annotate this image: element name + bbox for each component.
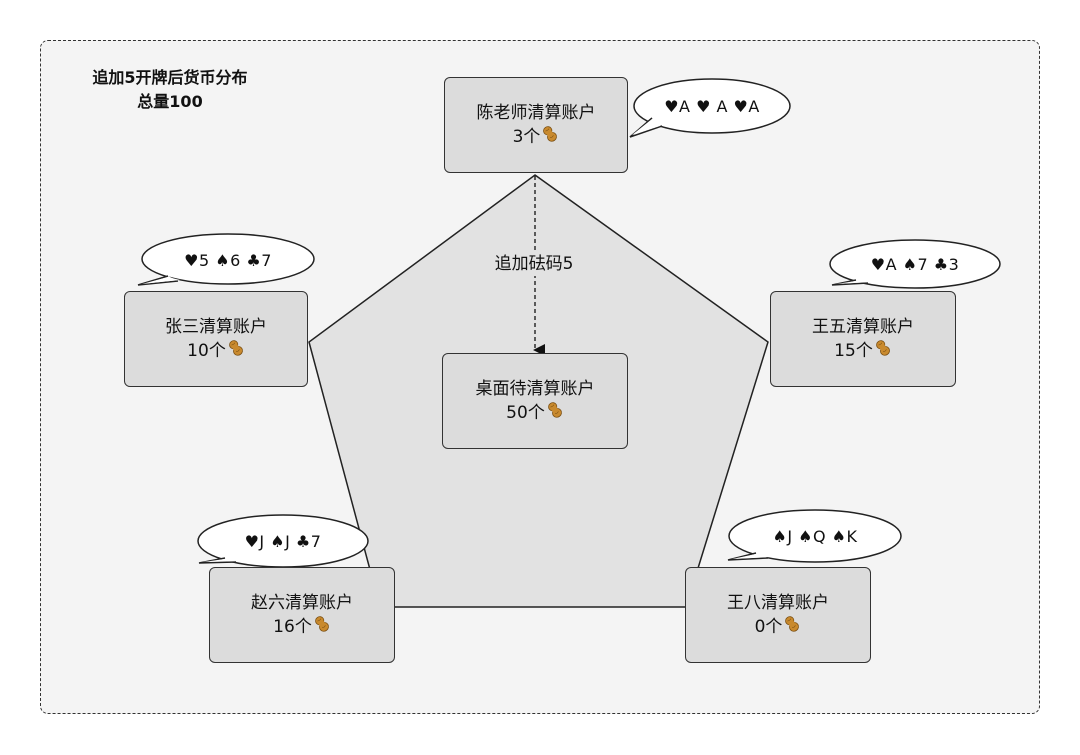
peanut-icon <box>546 401 564 426</box>
account-name: 陈老师清算账户 <box>476 102 596 123</box>
count-value: 15 <box>834 341 856 361</box>
unit-label: 个 <box>294 617 312 637</box>
unit-label: 个 <box>527 403 545 423</box>
account-name: 王五清算账户 <box>812 316 914 337</box>
cards-wang8: ♠J ♠Q ♠K <box>772 526 858 546</box>
peanut-icon <box>313 615 331 640</box>
count-value: 3 <box>512 127 524 147</box>
account-name: 赵六清算账户 <box>251 592 353 613</box>
cards-chen: ♥A ♥ A ♥A <box>664 96 760 116</box>
title-line-2: 总量100 <box>137 92 203 111</box>
account-name: 王八清算账户 <box>727 592 829 613</box>
peanut-icon <box>541 125 559 150</box>
count-value: 10 <box>187 341 209 361</box>
unit-label: 个 <box>855 341 873 361</box>
unit-label: 个 <box>523 127 541 147</box>
peanut-icon <box>227 339 245 364</box>
diagram-title: 追加5开牌后货币分布 总量100 <box>80 66 260 114</box>
account-name: 张三清算账户 <box>165 316 267 337</box>
chip-transfer-label: 追加砝码5 <box>484 252 584 276</box>
cards-zhao: ♥J ♠J ♣7 <box>244 531 322 551</box>
count-value: 0 <box>754 617 766 637</box>
peanut-icon <box>783 615 801 640</box>
cards-zhang: ♥5 ♠6 ♣7 <box>184 250 272 270</box>
unit-label: 个 <box>765 617 783 637</box>
title-line-1: 追加5开牌后货币分布 <box>92 68 248 87</box>
speech-bubble-wang8 <box>727 509 902 563</box>
count-value: 50 <box>506 403 528 423</box>
cards-wang5: ♥A ♠7 ♣3 <box>870 254 960 274</box>
speech-bubble-zhang <box>137 233 315 286</box>
speech-bubble-chen <box>629 78 791 138</box>
speech-bubble-wang5 <box>829 239 1001 289</box>
unit-label: 个 <box>208 341 226 361</box>
count-value: 16 <box>273 617 295 637</box>
peanut-icon <box>874 339 892 364</box>
center-account-name: 桌面待清算账户 <box>475 378 595 399</box>
